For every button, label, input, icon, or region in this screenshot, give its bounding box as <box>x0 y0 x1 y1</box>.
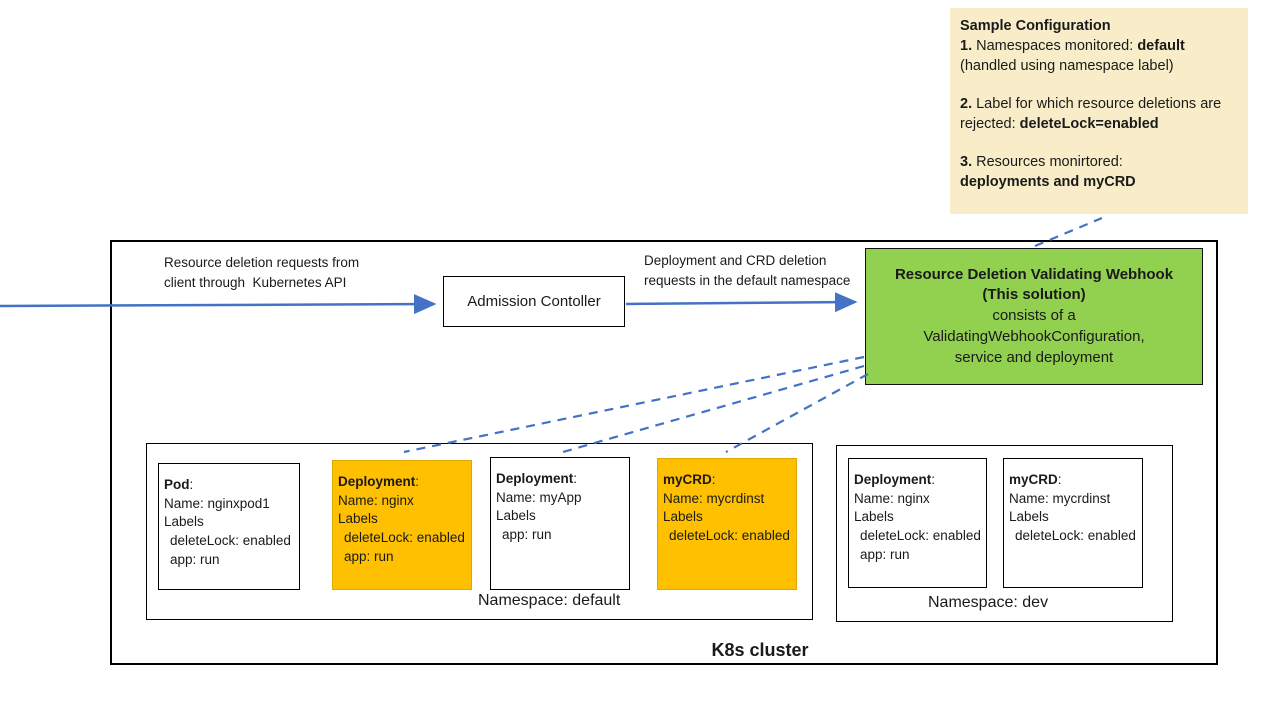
card-pod-nginxpod1: Pod: Name: nginxpod1 Labels deleteLock: … <box>158 463 300 590</box>
webhook-solution-box: Resource Deletion Validating Webhook (Th… <box>865 248 1203 385</box>
mid-arrow-label: Deployment and CRD deletion requests in … <box>644 253 851 289</box>
note-title: Sample Configuration <box>960 18 1111 34</box>
note-item-3-cont: deployments and myCRD <box>960 174 1136 190</box>
webhook-subtitle: (This solution) <box>982 286 1086 304</box>
namespace-default-label: Namespace: default <box>478 592 621 609</box>
admission-controller-box: Admission Contoller <box>443 276 625 327</box>
webhook-desc-line: ValidatingWebhookConfiguration, <box>923 327 1145 345</box>
note-item-3: 3. Resources monirtored: <box>960 154 1123 170</box>
sample-config-note: Sample Configuration 1. Namespaces monit… <box>950 8 1248 214</box>
note-item-2: 2. Label for which resource deletions ar… <box>960 96 1222 132</box>
admission-controller-label: Admission Contoller <box>467 293 601 310</box>
card-mycrd-default: myCRD: Name: mycrdinst Labels deleteLock… <box>657 458 797 590</box>
webhook-desc-line: consists of a <box>992 307 1076 325</box>
card-deployment-myapp: Deployment: Name: myApp Labels app: run <box>490 457 630 590</box>
note-item-1-cont: (handled using namespace label) <box>960 58 1174 74</box>
card-deployment-nginx-default: Deployment: Name: nginx Labels deleteLoc… <box>332 460 472 590</box>
webhook-desc-line: service and deployment <box>954 348 1114 366</box>
namespace-dev-label: Namespace: dev <box>928 594 1049 611</box>
card-mycrd-dev: myCRD: Name: mycrdinst Labels deleteLock… <box>1003 458 1143 588</box>
card-deployment-nginx-dev: Deployment: Name: nginx Labels deleteLoc… <box>848 458 987 588</box>
webhook-title: Resource Deletion Validating Webhook <box>894 265 1174 283</box>
k8s-cluster-title: K8s cluster <box>711 640 809 660</box>
note-item-1: 1. Namespaces monitored: default <box>960 38 1185 54</box>
left-arrow-label: Resource deletion requests from client t… <box>164 255 360 291</box>
